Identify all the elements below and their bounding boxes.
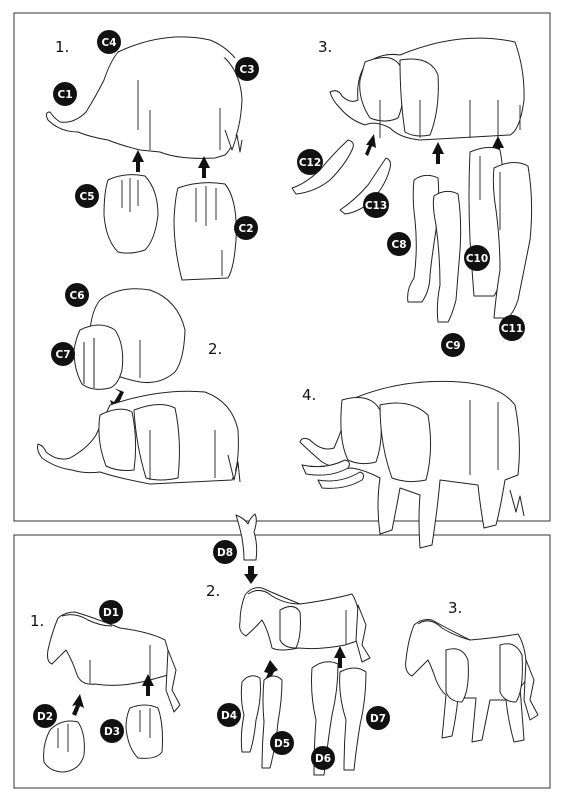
part-c8-leg — [407, 174, 440, 303]
zebra-panel-frame — [13, 534, 551, 789]
badge-c6: C6 — [65, 283, 89, 307]
svg-text:D6: D6 — [315, 753, 331, 765]
svg-text:C12: C12 — [299, 157, 321, 169]
zebra-step2-body — [239, 587, 371, 663]
svg-text:D5: D5 — [274, 738, 290, 750]
badge-c9: C9 — [441, 333, 465, 357]
badge-c3: C3 — [235, 57, 259, 81]
elephant-step2-body — [37, 390, 241, 485]
elephant-step-4: 4. — [302, 386, 316, 404]
arrow-up-icon — [198, 156, 210, 178]
arrow-up-icon — [492, 136, 504, 158]
badge-c7: C7 — [51, 342, 75, 366]
svg-text:D7: D7 — [370, 713, 386, 725]
svg-text:D2: D2 — [37, 711, 53, 723]
arrow-up-icon — [72, 694, 84, 716]
elephant-step-2: 2. — [208, 340, 222, 358]
arrow-up-icon — [365, 134, 376, 156]
zebra-step-2: 2. — [206, 582, 220, 600]
zebra-panel: 1. 2. 3. — [30, 513, 539, 776]
part-d4-leg — [240, 675, 261, 753]
elephant-step1-body — [45, 36, 243, 159]
svg-text:C2: C2 — [238, 223, 253, 235]
part-d6-leg — [311, 661, 339, 776]
badge-d1: D1 — [99, 600, 123, 624]
badge-d5: D5 — [270, 731, 294, 755]
badge-c1: C1 — [53, 82, 77, 106]
part-c9-leg — [432, 190, 462, 323]
svg-text:D4: D4 — [221, 710, 237, 722]
badge-c8: C8 — [387, 232, 411, 256]
svg-text:C7: C7 — [55, 349, 70, 361]
badge-c11: C11 — [499, 315, 525, 341]
svg-text:D1: D1 — [103, 607, 119, 619]
badge-d4: D4 — [217, 703, 241, 727]
badge-d8: D8 — [213, 540, 237, 564]
arrow-up-icon — [432, 142, 444, 164]
part-d8-piece — [235, 513, 258, 561]
zebra-step-1: 1. — [30, 612, 44, 630]
badge-c2: C2 — [234, 216, 258, 240]
zebra-step1-body — [47, 611, 181, 713]
badge-d7: D7 — [366, 706, 390, 730]
badge-c4: C4 — [97, 30, 121, 54]
arrow-up-icon — [142, 674, 154, 696]
part-c2-piece — [173, 182, 237, 281]
part-c7-ear — [73, 324, 124, 390]
elephant-panel-frame — [13, 12, 551, 522]
badge-d3: D3 — [100, 719, 124, 743]
arrow-up-icon — [334, 646, 346, 668]
svg-text:C11: C11 — [501, 323, 523, 335]
part-c5-piece — [103, 174, 159, 254]
arrow-down-icon — [244, 566, 258, 584]
svg-text:C1: C1 — [57, 89, 72, 101]
svg-text:C9: C9 — [445, 340, 460, 352]
zebra-step-3: 3. — [448, 599, 462, 617]
svg-text:C5: C5 — [79, 191, 94, 203]
badge-c12: C12 — [297, 149, 323, 175]
svg-text:D3: D3 — [104, 726, 120, 738]
arrow-up-icon — [132, 150, 144, 172]
arrow-up-icon — [264, 660, 278, 680]
badge-d6: D6 — [311, 746, 335, 770]
svg-text:C4: C4 — [101, 37, 116, 49]
badge-d2: D2 — [33, 704, 57, 728]
part-c11-leg — [492, 162, 533, 319]
elephant-step-3: 3. — [318, 38, 332, 56]
elephant-assembled — [299, 380, 525, 549]
badge-c13: C13 — [363, 192, 389, 218]
svg-text:D8: D8 — [217, 547, 233, 559]
badge-c5: C5 — [75, 184, 99, 208]
svg-text:C8: C8 — [391, 239, 406, 251]
svg-text:C3: C3 — [239, 64, 254, 76]
elephant-step3-body — [329, 37, 525, 141]
part-d2-piece — [43, 720, 85, 773]
svg-text:C6: C6 — [69, 290, 84, 302]
elephant-panel: 1. 2. 3. 4. — [37, 30, 533, 549]
part-d3-piece — [125, 704, 163, 759]
part-d7-leg — [339, 667, 367, 771]
zebra-assembled — [405, 619, 539, 743]
badge-c10: C10 — [464, 245, 490, 271]
svg-text:C13: C13 — [365, 200, 387, 212]
svg-text:C10: C10 — [466, 253, 488, 265]
elephant-step-1: 1. — [55, 38, 69, 56]
